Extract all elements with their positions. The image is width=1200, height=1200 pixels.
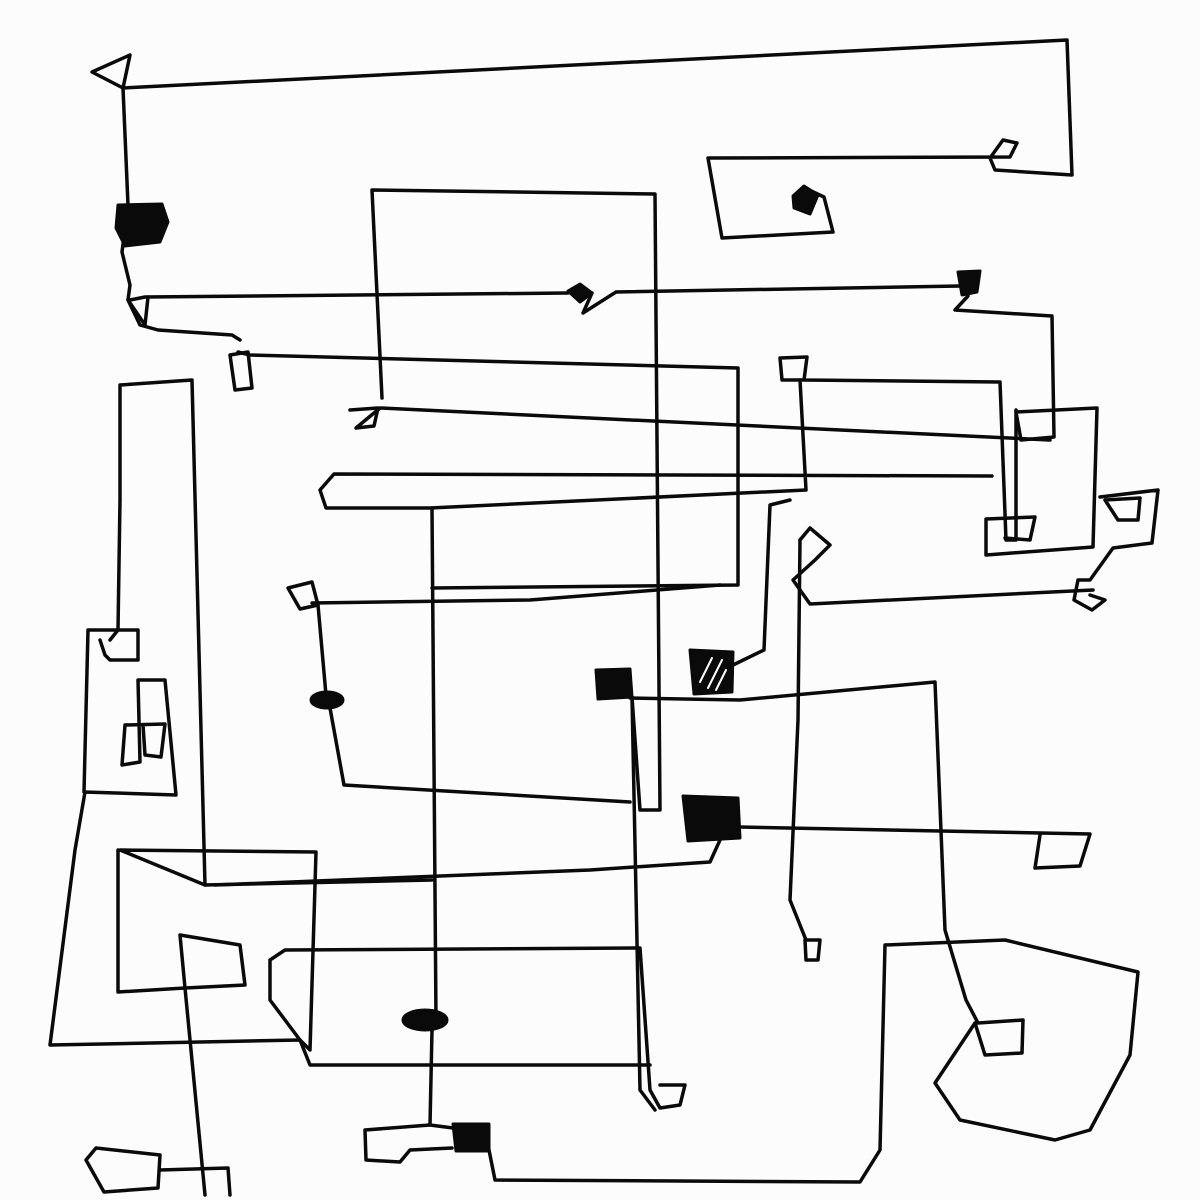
left-mini-squares [82, 628, 178, 797]
small-square-left-second [228, 350, 254, 392]
vertical-line-bottom-center [630, 695, 657, 1112]
filled-block-right [956, 269, 982, 297]
horizontal-line-upper [128, 284, 962, 315]
left-lower-loop [48, 790, 318, 1052]
triangle-flag [90, 53, 132, 90]
bottom-long-line [487, 938, 1140, 1184]
left-small-vertical [316, 603, 632, 804]
left-lower-inner-square [116, 848, 247, 1197]
filled-block-lower-tail [213, 838, 722, 887]
horizontal-line-center [628, 680, 1025, 1057]
filled-block-bottom [451, 1122, 491, 1153]
horizontal-line-lower [738, 825, 1092, 870]
bottom-center-squares [363, 1123, 455, 1164]
small-triangle-left [126, 295, 150, 327]
top-loop-line [121, 38, 1074, 240]
left-tall-frame [108, 378, 434, 887]
filled-block-lower-center [681, 794, 742, 843]
vertical-center-column [428, 506, 438, 1127]
hatched-block [688, 648, 735, 696]
right-loops [791, 488, 1160, 612]
horizontal-line-third [348, 406, 1052, 442]
vertical-right-center [788, 538, 822, 962]
t-bracket-line [318, 378, 994, 510]
left-lower-wide-frame [268, 946, 687, 1110]
filled-block-center [594, 667, 634, 701]
horizontal-line-second [236, 350, 740, 590]
hatch-marks [699, 657, 727, 691]
filled-block-top-left [114, 202, 170, 248]
filled-oval-bottom [401, 1008, 449, 1032]
hatched-block-connector [731, 498, 792, 667]
tall-frame-center [370, 188, 662, 812]
right-square-cluster [778, 355, 1018, 542]
filled-diamond-top [791, 184, 820, 216]
bottom-left-square [84, 1146, 232, 1197]
right-connector-line [953, 294, 1099, 557]
